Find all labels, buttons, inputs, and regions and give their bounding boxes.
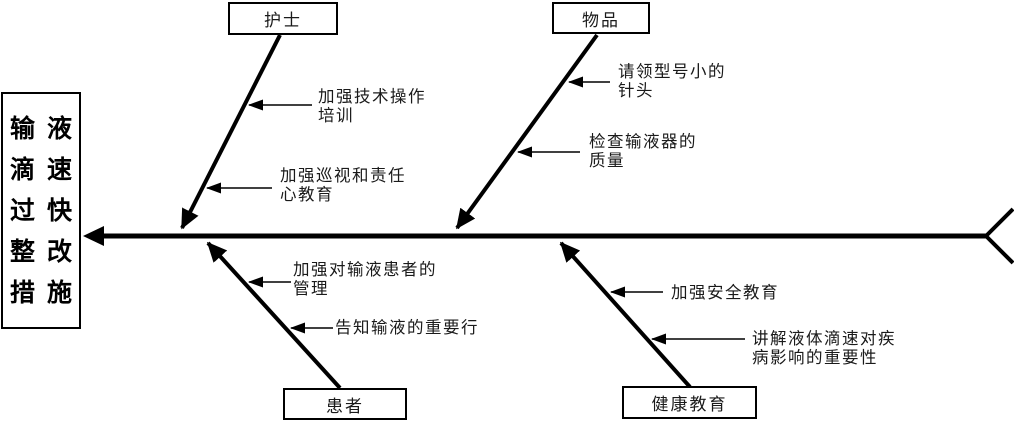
effect-title: 输 液 滴 速 过 快 整 改 措 施 bbox=[4, 112, 78, 309]
tail-upper-line bbox=[984, 207, 1014, 238]
cause-label-small-needle: 请领型号小的 针头 bbox=[618, 62, 726, 101]
category-label-patient: 患者 bbox=[326, 396, 364, 416]
effect-char: 输 bbox=[9, 114, 35, 143]
branch-health-line bbox=[559, 241, 692, 389]
cause-label-inform-importance: 告知输液的重要行 bbox=[335, 318, 479, 337]
cause-label-explain-drip-rate: 讲解液体滴速对疾 病影响的重要性 bbox=[752, 329, 896, 368]
effect-char: 液 bbox=[47, 114, 73, 143]
spine-arrowhead-icon bbox=[83, 226, 104, 246]
effect-char: 过 bbox=[9, 196, 35, 225]
category-box-nurse: 护士 bbox=[228, 2, 338, 35]
category-box-supplies: 物品 bbox=[552, 2, 650, 34]
effect-char: 措 bbox=[9, 278, 35, 307]
branch-nurse-line bbox=[180, 34, 282, 230]
effect-char: 快 bbox=[47, 196, 73, 225]
branch-supplies-line bbox=[455, 33, 599, 230]
branch-patient-line bbox=[206, 241, 342, 390]
effect-char: 速 bbox=[47, 155, 73, 184]
cause-label-training: 加强技术操作 培训 bbox=[318, 87, 426, 126]
effect-char: 改 bbox=[47, 237, 73, 266]
effect-char: 施 bbox=[47, 278, 73, 307]
effect-char: 滴 bbox=[9, 155, 35, 184]
category-box-health-education: 健康教育 bbox=[622, 386, 757, 419]
category-label-supplies: 物品 bbox=[582, 10, 620, 30]
category-label-health-education: 健康教育 bbox=[651, 395, 728, 414]
category-label-nurse: 护士 bbox=[264, 11, 302, 30]
cause-label-check-infusion-set: 检查输液器的 质量 bbox=[589, 132, 697, 171]
category-box-patient: 患者 bbox=[283, 388, 407, 420]
cause-label-patient-management: 加强对输液患者的 管理 bbox=[293, 260, 437, 299]
effect-char: 整 bbox=[9, 237, 35, 266]
cause-label-safety-education: 加强安全教育 bbox=[671, 283, 779, 302]
effect-box: 输 液 滴 速 过 快 整 改 措 施 bbox=[1, 92, 81, 329]
cause-label-patrol-responsibility: 加强巡视和责任 心教育 bbox=[280, 166, 406, 205]
tail-lower-line bbox=[984, 234, 1014, 265]
